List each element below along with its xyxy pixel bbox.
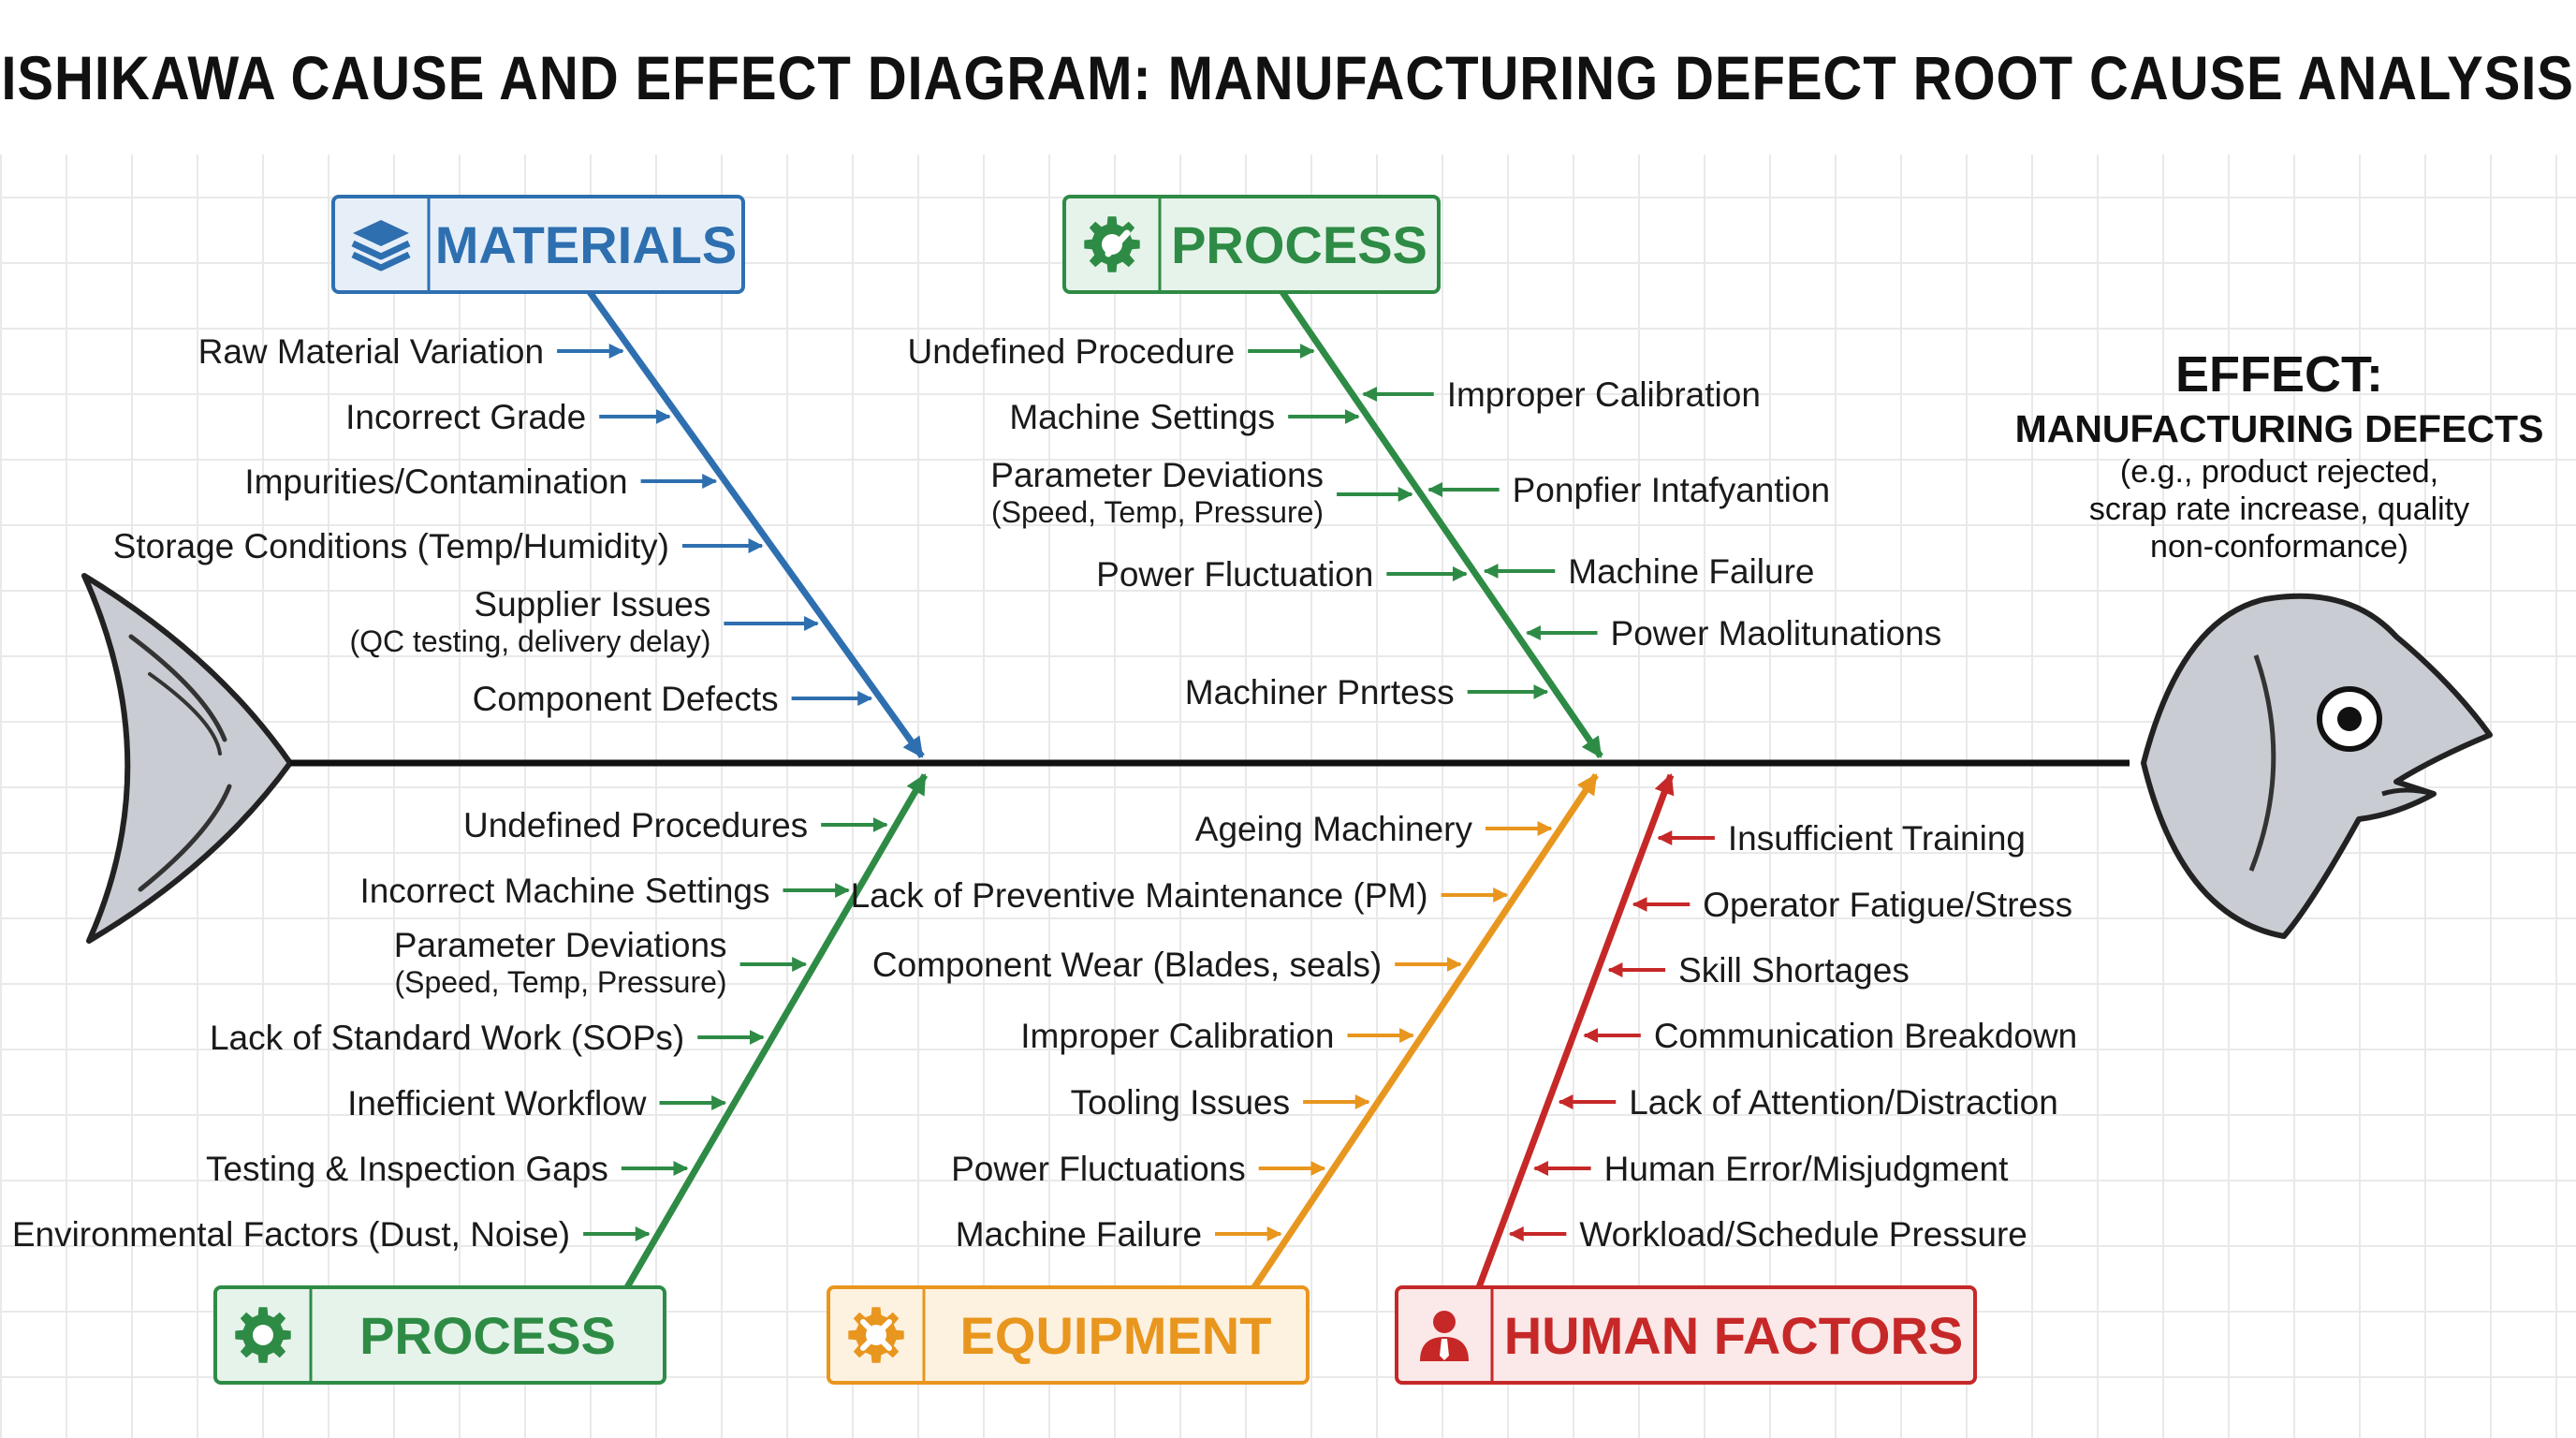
cause-label: Impurities/Contamination (244, 462, 627, 501)
effect-subheading: MANUFACTURING DEFECTS (2015, 407, 2544, 450)
cause-label: Machiner Pnrtess (1185, 673, 1455, 712)
effect-description: scrap rate increase, quality (2089, 492, 2469, 527)
cause-label: Inefficient Workflow (347, 1084, 647, 1123)
cause-label: Improper Calibration (1447, 375, 1761, 414)
fish-tail-line (128, 634, 227, 742)
layers-icon (351, 220, 411, 271)
cause-label: Undefined Procedures (463, 806, 808, 844)
human-factors-bone (1475, 772, 1675, 1289)
fish-head (2141, 593, 2493, 939)
cause-label: Workload/Schedule Pressure (1579, 1215, 2027, 1254)
cause-label: Incorrect Grade (345, 398, 586, 436)
cause-label: Ponpfier Intafyantion (1513, 471, 1830, 509)
cause-label: Lack of Standard Work (SOPs) (210, 1019, 684, 1057)
category-process-top: PROCESS (1062, 195, 1441, 294)
cause-label: Operator Fatigue/Stress (1703, 886, 2072, 924)
fish-tail-line (148, 672, 222, 756)
cause-label: Incorrect Machine Settings (359, 872, 769, 910)
cause-label: Raw Material Variation (198, 332, 544, 371)
cause-detail: (Speed, Temp, Pressure) (394, 965, 726, 999)
cause-detail: (QC testing, delivery delay) (349, 624, 710, 658)
person-icon (1420, 1311, 1469, 1361)
fish-tail (81, 573, 293, 944)
cause-label: Power Fluctuation (1096, 555, 1373, 594)
cause-label: Environmental Factors (Dust, Noise) (12, 1215, 570, 1254)
category-label: HUMAN FACTORS (1504, 1306, 1964, 1365)
category-process-bottom: PROCESS (213, 1285, 666, 1385)
cause-label: Insufficient Training (1728, 819, 2026, 858)
page-title: ISHIKAWA CAUSE AND EFFECT DIAGRAM: MANUF… (1, 42, 2575, 112)
cause-label: Lack of Preventive Maintenance (PM) (851, 876, 1428, 915)
cause-label: Storage Conditions (Temp/Humidity) (113, 527, 669, 565)
category-equipment: EQUIPMENT (827, 1285, 1310, 1385)
gear-icon (235, 1307, 291, 1363)
cause-label: Component Defects (473, 680, 779, 718)
category-label: PROCESS (359, 1306, 616, 1365)
fish-gill (2248, 654, 2276, 872)
cause-label: Lack of Attention/Distraction (1629, 1083, 2058, 1122)
category-label: EQUIPMENT (960, 1306, 1272, 1365)
gear-tools-icon (848, 1307, 904, 1363)
fish-pupil (2337, 707, 2362, 731)
cause-detail: (Speed, Temp, Pressure) (991, 495, 1324, 529)
category-label: MATERIALS (435, 215, 738, 274)
cause-label: Power Maolitunations (1611, 614, 1942, 653)
cause-label: Power Fluctuations (951, 1150, 1246, 1188)
cause-label: Machine Failure (1568, 552, 1814, 591)
effect-heading: EFFECT: (2175, 346, 2383, 403)
cause-label: Component Wear (Blades, seals) (872, 946, 1382, 984)
cause-label: Undefined Procedure (907, 332, 1235, 371)
cause-label: Ageing Machinery (1195, 810, 1473, 848)
cause-label: Human Error/Misjudgment (1604, 1150, 2010, 1188)
category-label: PROCESS (1171, 215, 1427, 274)
cause-label: Supplier Issues (474, 585, 710, 624)
category-materials: MATERIALS (331, 195, 745, 294)
cause-label: Machine Failure (956, 1215, 1202, 1254)
gear-wrench-icon (1084, 216, 1140, 272)
equipment-bone (1251, 773, 1599, 1289)
materials-bone (587, 289, 925, 759)
fish-tail-line (138, 784, 232, 892)
cause-label: Improper Calibration (1020, 1017, 1334, 1055)
fish-mouth (2381, 787, 2435, 797)
effect-description: non-conformance) (2150, 529, 2408, 565)
category-human-factors: HUMAN FACTORS (1395, 1285, 1977, 1385)
title-bar: ISHIKAWA CAUSE AND EFFECT DIAGRAM: MANUF… (0, 0, 2576, 154)
cause-label: Testing & Inspection Gaps (206, 1150, 608, 1188)
process-top-bone (1280, 290, 1603, 758)
cause-label: Communication Breakdown (1654, 1017, 2077, 1055)
cause-label: Machine Settings (1009, 398, 1275, 436)
cause-label: Parameter Deviations (394, 926, 727, 964)
cause-label: Parameter Deviations (990, 456, 1324, 494)
process-bottom-bone (623, 773, 929, 1289)
cause-label: Skill Shortages (1678, 951, 1910, 990)
cause-label: Tooling Issues (1071, 1083, 1290, 1122)
effect-description: (e.g., product rejected, (2120, 454, 2438, 490)
